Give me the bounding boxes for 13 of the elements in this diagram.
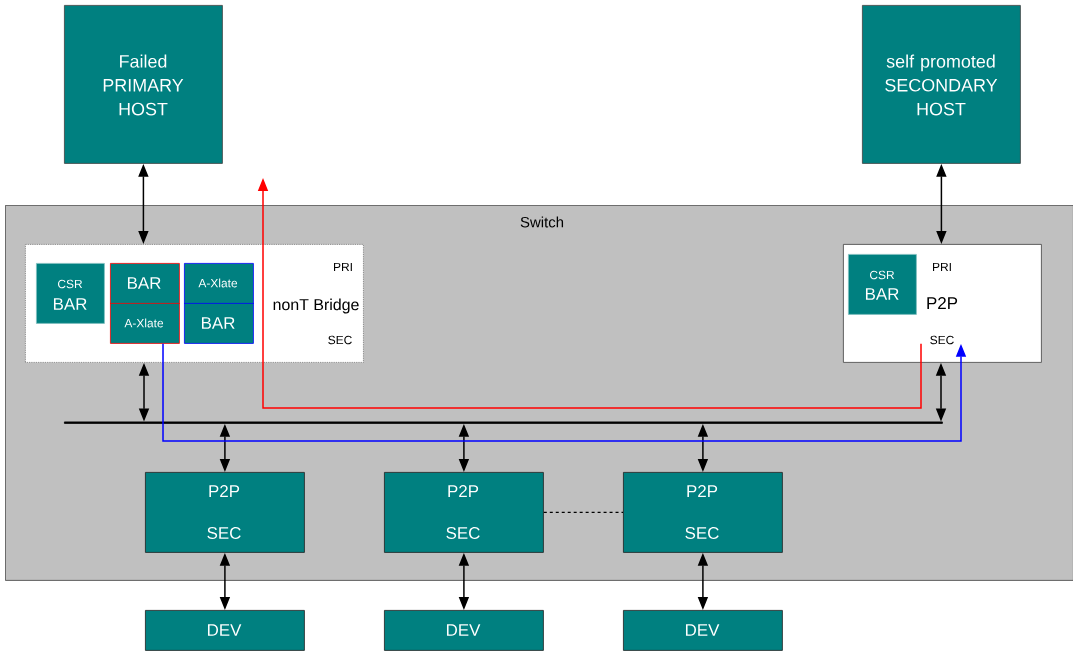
device-box: DEV xyxy=(145,610,305,651)
register-box: CSR BAR xyxy=(848,254,917,315)
register-box: CSR BAR xyxy=(36,263,105,324)
port-box: P2P SEC xyxy=(384,472,544,553)
host-box: self promoted SECONDARY HOST xyxy=(862,5,1021,164)
port-box: P2P SEC xyxy=(145,472,305,553)
host-box: Failed PRIMARY HOST xyxy=(64,5,223,164)
register-box: A-Xlate BAR xyxy=(183,263,255,344)
register-box: BAR A-Xlate xyxy=(109,263,181,344)
connector xyxy=(543,511,624,513)
device-box: DEV xyxy=(384,610,544,651)
port-box: P2P SEC xyxy=(623,472,783,553)
device-box: DEV xyxy=(623,610,783,651)
